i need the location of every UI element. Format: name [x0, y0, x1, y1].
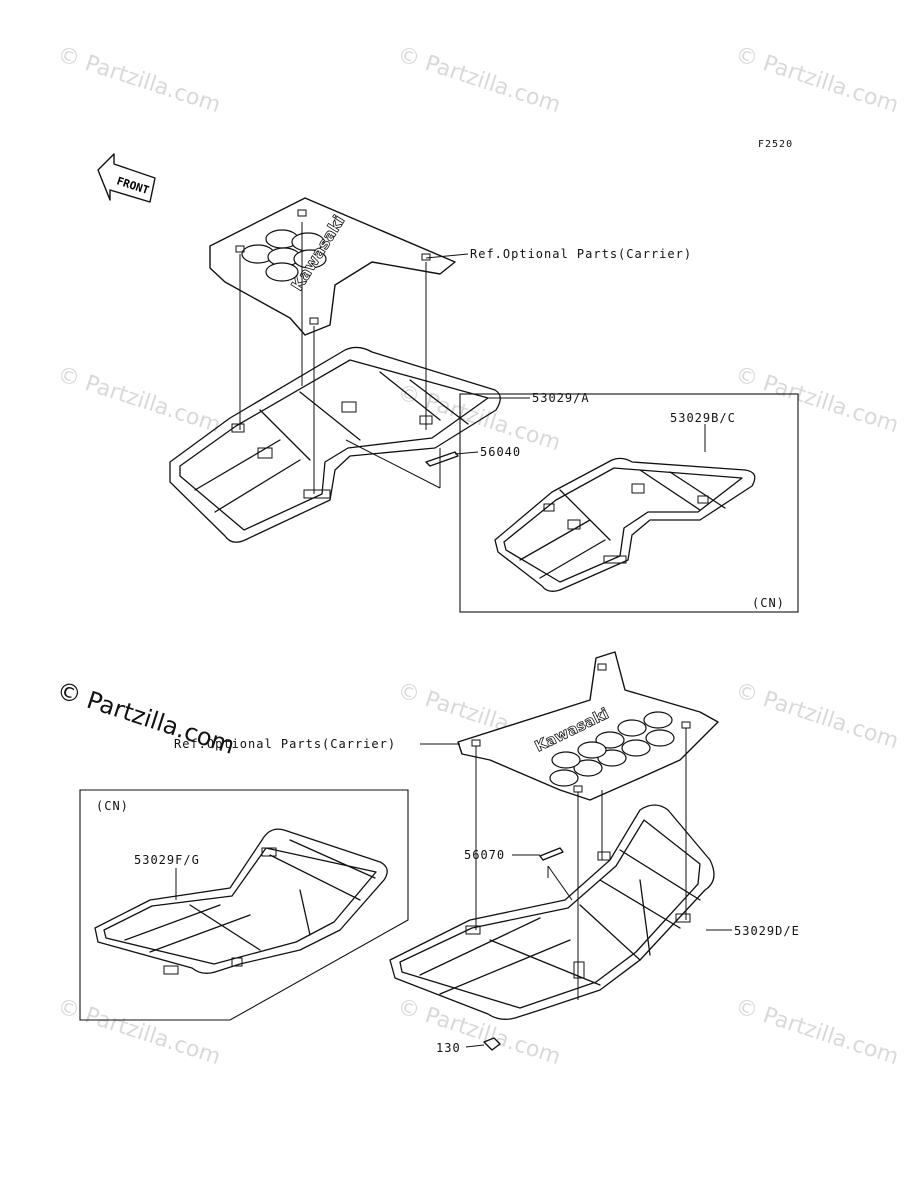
rack-53029de — [389, 804, 715, 1020]
callout-cn-top: (CN) — [752, 596, 785, 610]
callout-53029fg[interactable]: 53029F/G — [134, 853, 200, 867]
callout-130[interactable]: 130 — [436, 1041, 461, 1055]
callout-53029a[interactable]: 53029/A — [532, 391, 590, 405]
top-carrier-plate: Kawasaki — [209, 197, 456, 336]
callout-53029de[interactable]: 53029D/E — [734, 924, 800, 938]
rack-53029a — [169, 346, 501, 543]
callout-56040[interactable]: 56040 — [480, 445, 522, 459]
inset-box-cn-top — [459, 393, 799, 613]
rack-53029bc — [494, 457, 756, 592]
top-leaders — [425, 253, 706, 455]
rack-53029fg — [94, 828, 388, 975]
callout-ref-optional-top[interactable]: Ref.Optional Parts(Carrier) — [470, 247, 693, 261]
top-alignment-lines — [239, 222, 427, 494]
callout-56070[interactable]: 56070 — [464, 848, 506, 862]
bottom-alignment-lines — [475, 728, 687, 1000]
callout-cn-bottom: (CN) — [96, 799, 129, 813]
callout-53029bc[interactable]: 53029B/C — [670, 411, 736, 425]
bottom-leaders — [175, 743, 732, 931]
inset-box-cn-bottom — [79, 789, 409, 1021]
diagram-code: F2520 — [758, 139, 794, 150]
callout-ref-optional-bottom[interactable]: Ref.Optional Parts(Carrier) — [174, 737, 397, 751]
sticker-56040 — [345, 439, 459, 489]
sticker-56070 — [539, 847, 573, 901]
front-arrow-icon: FRONT — [97, 153, 156, 203]
bottom-carrier-plate: Kawasaki — [457, 651, 719, 801]
bolt-130-icon — [465, 1037, 501, 1051]
